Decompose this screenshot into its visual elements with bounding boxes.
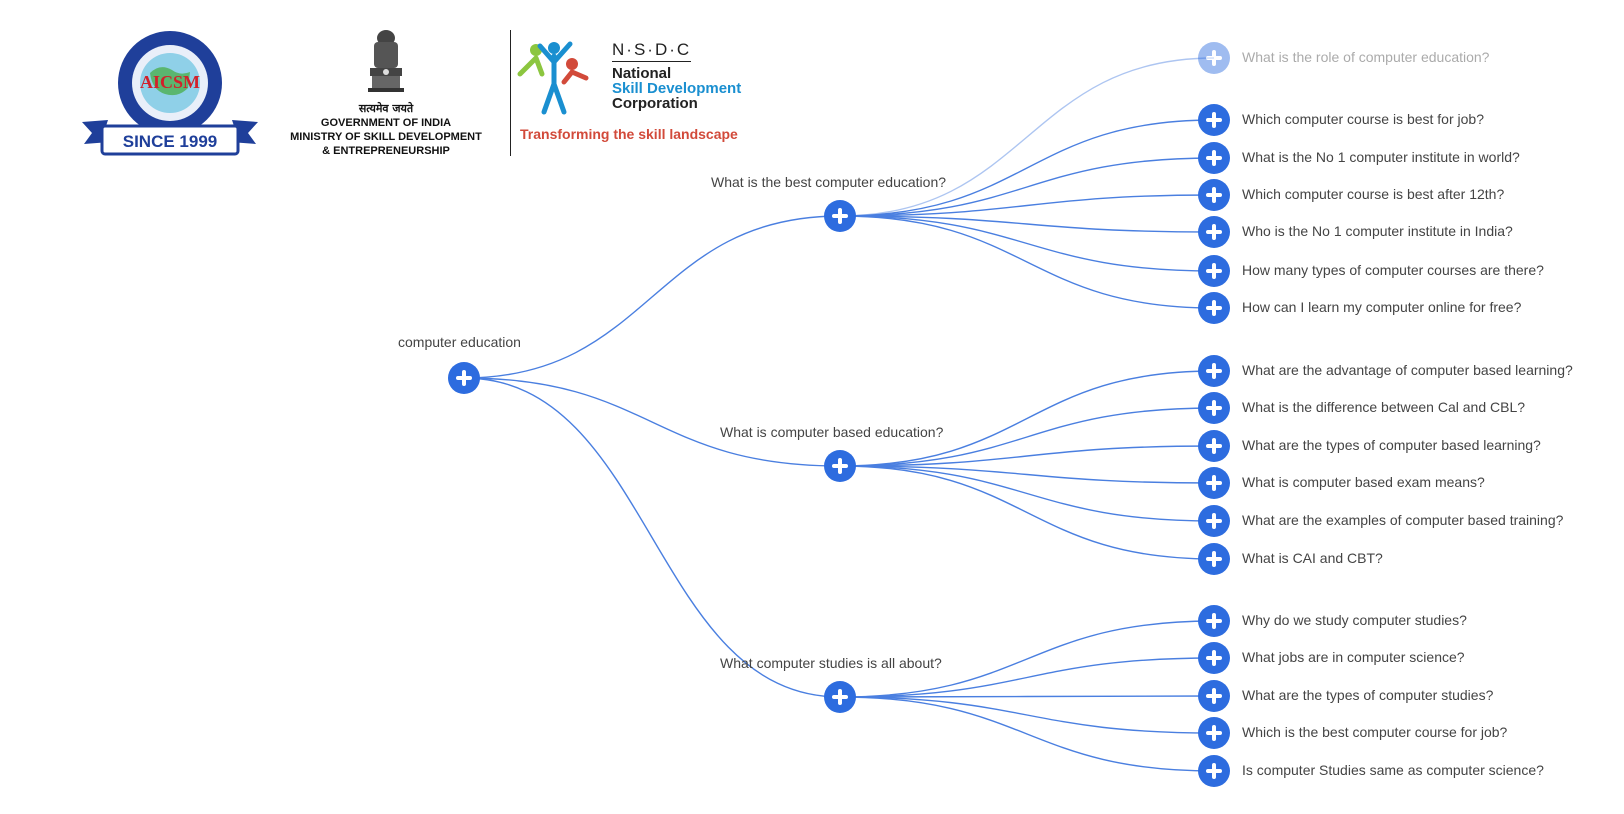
leaf-expand-button[interactable]: [1198, 292, 1230, 324]
leaf-question-label[interactable]: What is the difference between Cal and C…: [1242, 399, 1526, 415]
nsdc-logo: N·S·D·C National Skill Development Corpo…: [517, 38, 760, 148]
goi-motto: सत्यमेव जयते: [358, 102, 414, 115]
tree-link: [839, 370, 1215, 467]
tree-link: [463, 377, 841, 467]
leaf-question-label[interactable]: What are the types of computer studies?: [1242, 687, 1494, 703]
leaf-question-label[interactable]: How many types of computer courses are t…: [1242, 262, 1544, 278]
branch-node-label[interactable]: What is computer based education?: [720, 424, 944, 440]
leaf-expand-button[interactable]: [1198, 717, 1230, 749]
branch-node-label[interactable]: What computer studies is all about?: [720, 655, 942, 671]
branch-expand-button[interactable]: [824, 681, 856, 713]
leaf-expand-button[interactable]: [1198, 680, 1230, 712]
tree-link: [839, 157, 1215, 217]
goi-line-3: & ENTREPRENEURSHIP: [322, 145, 450, 157]
leaf-expand-button[interactable]: [1198, 216, 1230, 248]
leaf-expand-button[interactable]: [1198, 179, 1230, 211]
leaf-expand-button[interactable]: [1198, 355, 1230, 387]
leaf-question-label[interactable]: Which is the best computer course for jo…: [1242, 724, 1508, 740]
logo-divider: [510, 30, 511, 156]
leaf-question-label[interactable]: Which computer course is best after 12th…: [1242, 186, 1505, 202]
leaf-expand-button[interactable]: [1198, 430, 1230, 462]
tree-link: [839, 465, 1215, 484]
leaf-expand-button[interactable]: [1198, 755, 1230, 787]
aicsm-logo: AICSM SINCE 1999: [80, 28, 260, 163]
leaf-expand-button[interactable]: [1198, 42, 1230, 74]
ashoka-emblem-icon: [368, 30, 404, 92]
aicsm-center-name: AICSM: [140, 72, 200, 92]
tree-link: [839, 57, 1215, 217]
tree-link: [839, 407, 1215, 467]
tree-link: [839, 215, 1215, 233]
goi-logo: सत्यमेव जयते GOVERNMENT OF INDIA MINISTR…: [276, 28, 496, 158]
branch-expand-button[interactable]: [824, 200, 856, 232]
aicsm-emblem-icon: AICSM SINCE 1999: [82, 31, 258, 156]
nsdc-figures-icon: [517, 41, 589, 115]
nsdc-abbr: N·S·D·C: [612, 40, 692, 62]
tree-link: [839, 465, 1215, 522]
header-logos: AICSM SINCE 1999 सत्यमेव जयते GOVERNMENT…: [0, 0, 800, 180]
leaf-question-label[interactable]: What are the advantage of computer based…: [1242, 362, 1573, 378]
tree-link: [839, 620, 1215, 698]
leaf-expand-button[interactable]: [1198, 255, 1230, 287]
leaf-question-label[interactable]: What are the examples of computer based …: [1242, 512, 1564, 528]
leaf-question-label[interactable]: Why do we study computer studies?: [1242, 612, 1467, 628]
leaf-expand-button[interactable]: [1198, 642, 1230, 674]
tree-link: [463, 215, 841, 379]
leaf-expand-button[interactable]: [1198, 104, 1230, 136]
nsdc-tagline: Transforming the skill landscape: [520, 126, 738, 142]
leaf-expand-button[interactable]: [1198, 142, 1230, 174]
leaf-expand-button[interactable]: [1198, 543, 1230, 575]
leaf-expand-button[interactable]: [1198, 467, 1230, 499]
leaf-question-label[interactable]: Who is the No 1 computer institute in In…: [1242, 223, 1513, 239]
goi-line-1: GOVERNMENT OF INDIA: [320, 117, 452, 129]
leaf-question-label[interactable]: What is CAI and CBT?: [1242, 550, 1383, 566]
leaf-question-label[interactable]: Is computer Studies same as computer sci…: [1242, 762, 1544, 778]
nsdc-name-1: National: [612, 65, 672, 82]
leaf-question-label[interactable]: What is computer based exam means?: [1242, 474, 1485, 490]
goi-line-2: MINISTRY OF SKILL DEVELOPMENT: [290, 131, 482, 143]
nsdc-name-2: Skill Development: [612, 80, 742, 97]
branch-expand-button[interactable]: [824, 450, 856, 482]
leaf-question-label[interactable]: Which computer course is best for job?: [1242, 111, 1484, 127]
branch-node-label[interactable]: What is the best computer education?: [711, 174, 947, 190]
leaf-expand-button[interactable]: [1198, 392, 1230, 424]
tree-link: [839, 194, 1215, 217]
leaf-question-label[interactable]: What is the role of computer education?: [1242, 49, 1490, 65]
tree-link: [839, 445, 1215, 467]
leaf-question-label[interactable]: What is the No 1 computer institute in w…: [1242, 149, 1520, 165]
root-node-label[interactable]: computer education: [398, 334, 521, 350]
tree-link: [839, 215, 1215, 309]
nsdc-name-3: Corporation: [612, 95, 698, 112]
tree-link: [839, 695, 1215, 698]
leaf-question-label[interactable]: How can I learn my computer online for f…: [1242, 299, 1522, 315]
tree-link: [839, 696, 1215, 734]
aicsm-since: SINCE 1999: [123, 132, 218, 151]
tree-link: [839, 465, 1215, 560]
tree-link: [839, 215, 1215, 272]
tree-link: [839, 696, 1215, 772]
leaf-question-label[interactable]: What are the types of computer based lea…: [1242, 437, 1541, 453]
leaf-expand-button[interactable]: [1198, 605, 1230, 637]
tree-link: [839, 657, 1215, 698]
root-expand-button[interactable]: [448, 362, 480, 394]
tree-link: [463, 377, 841, 698]
leaf-expand-button[interactable]: [1198, 505, 1230, 537]
leaf-question-label[interactable]: What jobs are in computer science?: [1242, 649, 1465, 665]
tree-link: [839, 119, 1215, 217]
